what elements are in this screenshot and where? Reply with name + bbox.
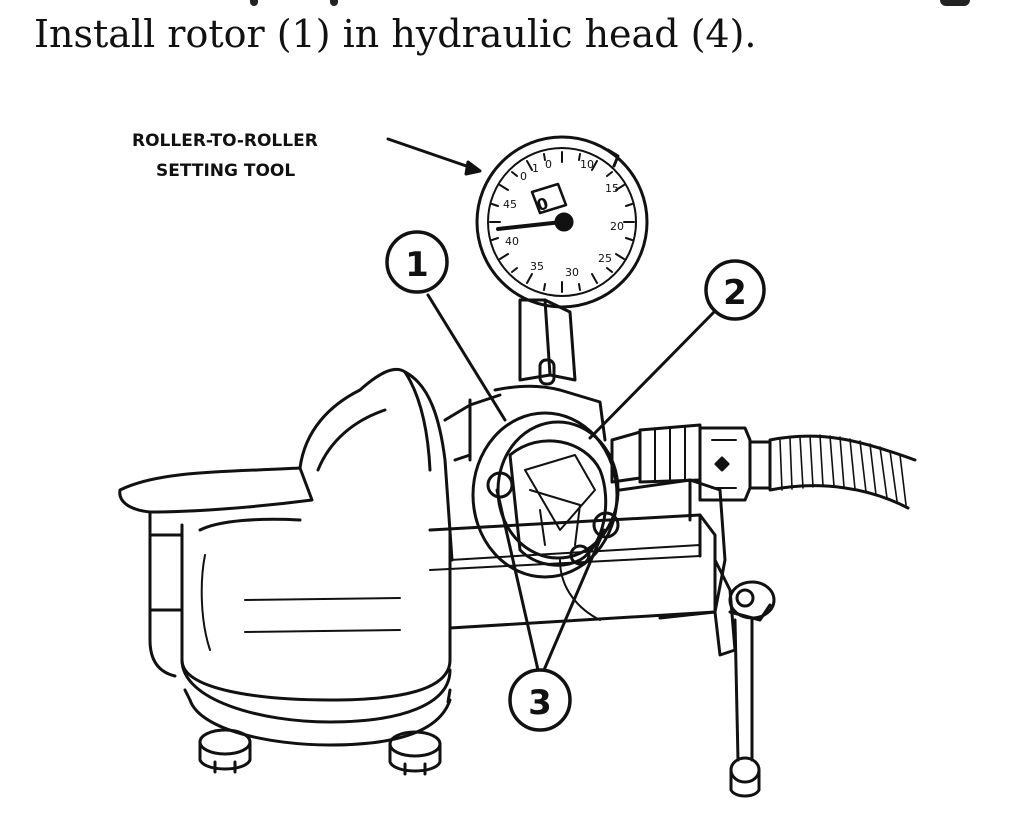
callout-1-number: 1 — [405, 245, 429, 285]
callout-2-leader — [588, 308, 718, 440]
svg-text:40: 40 — [505, 235, 519, 248]
instruction-text: Install rotor (1) in hydraulic head (4). — [34, 12, 757, 56]
vise-handle — [733, 618, 754, 762]
vise-slide-bar — [428, 513, 717, 630]
svg-text:45: 45 — [503, 198, 517, 211]
rotor — [508, 439, 608, 567]
callout-1-leader — [426, 293, 507, 422]
vise-body — [148, 510, 177, 678]
tool-label-leader — [386, 137, 480, 172]
svg-text:20: 20 — [610, 220, 624, 233]
roller-right — [592, 511, 620, 539]
dial-needle — [496, 220, 564, 231]
vise-anvil-horn — [118, 466, 314, 514]
dial-gauge-bezel — [475, 135, 649, 309]
tool-label-line1: ROLLER-TO-ROLLER — [132, 131, 318, 151]
svg-text:1: 1 — [532, 162, 539, 175]
callout-2-number: 2 — [723, 273, 747, 313]
svg-text:35: 35 — [530, 260, 544, 273]
svg-text:0: 0 — [520, 170, 527, 183]
base-bolt-right — [388, 730, 442, 776]
callout-3-number: 3 — [528, 683, 552, 723]
vise-rear-jaw — [298, 367, 454, 562]
callout-2-circle — [704, 259, 766, 321]
base-bolt-left — [198, 728, 252, 774]
tool-label-line2: SETTING TOOL — [156, 161, 295, 181]
dial-counter-window — [530, 182, 568, 215]
callout-1-circle — [385, 230, 449, 294]
dial-counter-digit: 0 — [534, 194, 550, 216]
callout-3-leader-b — [542, 528, 606, 672]
vise-swivel-base — [180, 658, 452, 724]
callout-3-circle — [508, 668, 572, 732]
svg-text:25: 25 — [598, 252, 612, 265]
svg-text:30: 30 — [565, 266, 579, 279]
dial-gauge-face — [487, 147, 637, 297]
gauge-stem — [518, 298, 552, 382]
vise-end-block — [148, 533, 184, 612]
svg-text:0: 0 — [545, 158, 552, 171]
svg-text:15: 15 — [605, 182, 619, 195]
callout-3-leader-a — [495, 488, 540, 672]
dial-ticks — [489, 151, 635, 293]
cropped-text-remnant — [0, 0, 1018, 8]
svg-text:10: 10 — [580, 158, 594, 171]
